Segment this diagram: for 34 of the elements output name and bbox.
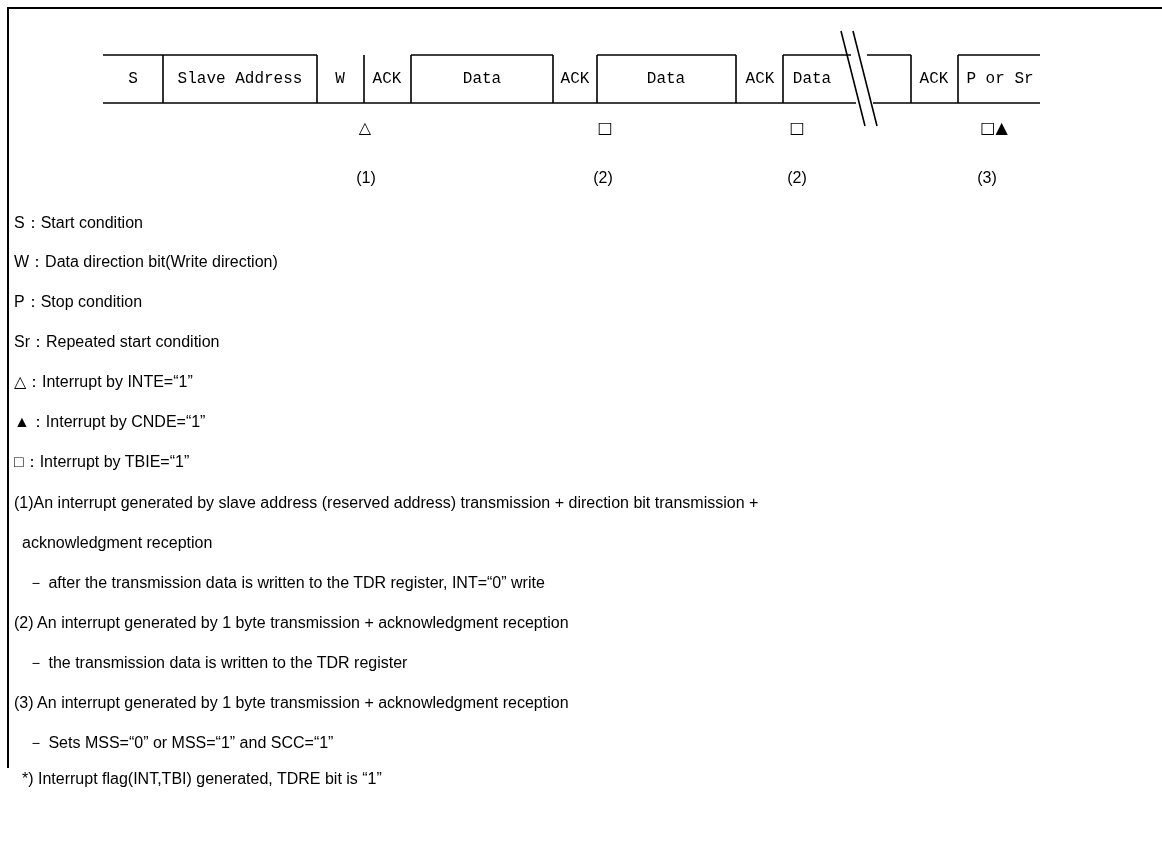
note-text: S：Start condition bbox=[14, 215, 143, 231]
interrupt-symbol: □ bbox=[597, 120, 613, 136]
note-text: △：Interrupt by INTE=“1” bbox=[14, 374, 193, 390]
field-label: Data bbox=[792, 71, 832, 87]
note-text: (2) An interrupt generated by 1 byte transmission + acknowledgment reception bbox=[14, 615, 569, 631]
note-text: ▲：Interrupt by CNDE=“1” bbox=[14, 414, 206, 430]
note-text: W：Data direction bit(Write direction) bbox=[14, 254, 278, 270]
field-label: ACK bbox=[745, 71, 775, 87]
field-label: P or Sr bbox=[966, 71, 1034, 87]
callout-number: (2) bbox=[593, 170, 613, 186]
field-label: Data bbox=[462, 71, 502, 87]
note-text: (1)An interrupt generated by slave address (reserved address) transmission + direction bit transmission + bbox=[14, 495, 759, 511]
note-text: (3) An interrupt generated by 1 byte transmission + acknowledgment reception bbox=[14, 695, 569, 711]
field-label: Data bbox=[646, 71, 686, 87]
field-label: Slave Address bbox=[177, 71, 303, 87]
note-text: Sr：Repeated start condition bbox=[14, 334, 220, 350]
note-text: － the transmission data is written to the TDR register bbox=[28, 655, 408, 671]
note-text: － after the transmission data is written to the TDR register, INT=“0” write bbox=[28, 575, 545, 591]
interrupt-symbol: □ bbox=[789, 120, 805, 136]
note-text: acknowledgment reception bbox=[22, 535, 213, 551]
field-label: ACK bbox=[919, 71, 949, 87]
field-label: ACK bbox=[372, 71, 402, 87]
interrupt-symbol: △ bbox=[358, 120, 372, 136]
field-label: ACK bbox=[560, 71, 590, 87]
callout-number: (1) bbox=[356, 170, 376, 186]
interrupt-symbol: □▲ bbox=[980, 120, 1008, 136]
callout-number: (3) bbox=[977, 170, 997, 186]
field-label: S bbox=[128, 71, 138, 87]
field-label: W bbox=[335, 71, 345, 87]
note-text: P：Stop condition bbox=[14, 294, 143, 310]
note-text: □：Interrupt by TBIE=“1” bbox=[14, 454, 190, 470]
callout-number: (2) bbox=[787, 170, 807, 186]
note-text: *) Interrupt flag(INT,TBI) generated, TDRE bit is “1” bbox=[22, 771, 382, 787]
note-text: － Sets MSS=“0” or MSS=“1” and SCC=“1” bbox=[28, 735, 334, 751]
